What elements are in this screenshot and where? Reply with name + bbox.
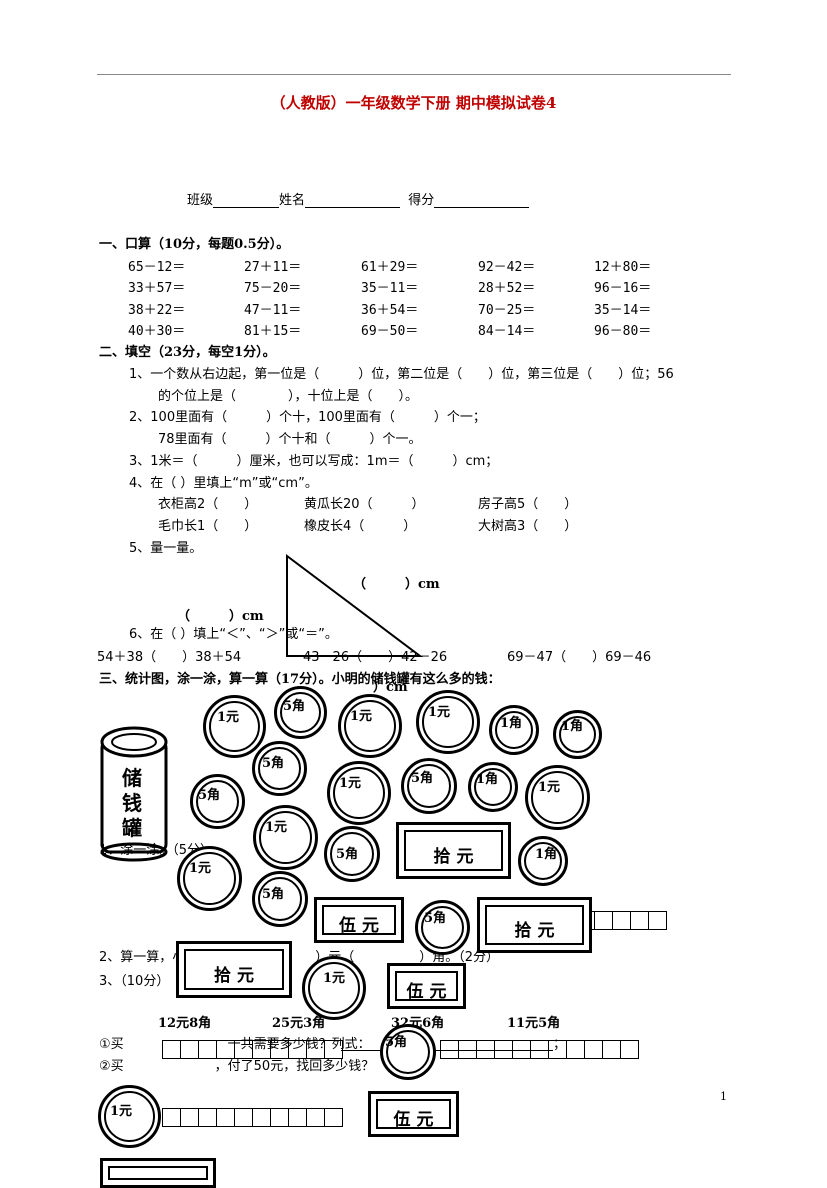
right-triangle: [286, 553, 423, 657]
name-blank[interactable]: [305, 194, 401, 208]
math-problem: 28＋52＝: [478, 281, 536, 296]
coin-1-jiao[interactable]: 1角: [518, 836, 568, 886]
banknote-5-yuan[interactable]: 伍 元: [368, 1091, 459, 1137]
q6-line: 6、在（ ）填上“＜”、“＞”或“＝”。: [129, 627, 338, 642]
q4-item: 衣柜高2（ ）: [158, 497, 258, 512]
q3a-answer-line[interactable]: [341, 1050, 553, 1051]
math-problem: 92－42＝: [478, 260, 536, 275]
coin-5-jiao[interactable]: 5角: [252, 871, 308, 927]
sec3-q3b-line: ②买 ，付了50元，找回多少钱？: [99, 1059, 375, 1074]
chart-grid-row[interactable]: [162, 1108, 343, 1127]
coin-5-jiao[interactable]: 5角: [380, 1024, 436, 1080]
q4-item: 橡皮长4（ ）: [304, 519, 417, 534]
triangle-label-right: （ ）cm: [353, 577, 440, 592]
chart-grid-row[interactable]: [440, 1040, 639, 1059]
piggy-jar-label: 储钱罐: [122, 766, 142, 840]
math-problem: 33＋57＝: [128, 281, 186, 296]
coin-1-yuan[interactable]: 1元: [98, 1085, 161, 1148]
student-info-line: 班级 姓名 得分: [187, 189, 530, 208]
math-problem: 12＋80＝: [594, 260, 652, 275]
q1-line2: 的个位上是（ ），十位上是（ ）。: [158, 389, 419, 404]
coin-1-yuan[interactable]: 1元: [416, 690, 480, 754]
q6-item: 69－47（ ）69－46: [507, 650, 652, 665]
triangle-label-left: （ ）cm: [177, 609, 264, 624]
math-problem: 81＋15＝: [244, 324, 302, 339]
chart-grid-row[interactable]: [162, 1040, 343, 1059]
coin-1-jiao[interactable]: 1角: [468, 762, 518, 812]
math-problem: 40＋30＝: [128, 324, 186, 339]
coin-5-jiao[interactable]: 5角: [190, 774, 245, 829]
math-problem: 65－12＝: [128, 260, 186, 275]
section1-heading: 一、口算（10分，每题0.5分）。: [99, 237, 290, 252]
banknote-10-yuan[interactable]: 拾 元: [396, 822, 511, 879]
score-label: 得分: [408, 193, 435, 208]
banknote-5-yuan[interactable]: 伍 元: [387, 963, 466, 1009]
math-problem: 70－25＝: [478, 303, 536, 318]
q3-line: 3、1米＝（ ）厘米，也可以写成：1m＝（ ）cm；: [129, 454, 499, 469]
coin-1-yuan[interactable]: 1元: [327, 761, 391, 825]
coin-5-jiao[interactable]: 5角: [252, 741, 307, 796]
banknote-10-yuan-partial[interactable]: [100, 1158, 216, 1188]
math-problem: 35－14＝: [594, 303, 652, 318]
q4-item: 黄瓜长20（ ）: [304, 497, 425, 512]
banknote-10-yuan[interactable]: 拾 元: [176, 941, 292, 998]
coin-1-yuan[interactable]: 1元: [338, 694, 402, 758]
piggy-jar-icon: [100, 726, 168, 862]
class-blank[interactable]: [213, 194, 280, 208]
math-problem: 36＋54＝: [361, 303, 419, 318]
sec3-q1-line: 1、涂一涂。（5分）: [99, 843, 214, 858]
q6-item: 54＋38（ ）38＋54: [97, 650, 242, 665]
q2-line1: 2、100里面有（ ）个十，100里面有（ ）个一；: [129, 410, 486, 425]
math-problem: 69－50＝: [361, 324, 419, 339]
coin-1-yuan[interactable]: 1元: [253, 805, 318, 870]
math-problem: 75－20＝: [244, 281, 302, 296]
math-problem: 96－80＝: [594, 324, 652, 339]
price-tag: 12元8角: [158, 1016, 212, 1031]
q1-line1: 1、一个数从右边起，第一位是（ ）位，第二位是（ ）位，第三位是（ ）位；56: [129, 367, 674, 382]
math-problem: 47－11＝: [244, 303, 302, 318]
page-number: 1: [720, 1090, 727, 1103]
header-rule: [97, 74, 731, 75]
coin-1-yuan[interactable]: 1元: [525, 765, 590, 830]
coin-5-jiao[interactable]: 5角: [401, 758, 457, 814]
coin-5-jiao[interactable]: 5角: [274, 686, 327, 739]
class-label: 班级: [187, 193, 214, 208]
q4-item: 房子高5（ ）: [478, 497, 578, 512]
coin-1-yuan[interactable]: 1元: [177, 846, 242, 911]
triangle-label-bottom: ）cm: [373, 680, 408, 695]
q4-item: 毛巾长1（ ）: [158, 519, 258, 534]
name-label: 姓名: [279, 193, 306, 208]
price-tag: 25元3角: [272, 1016, 326, 1031]
score-blank[interactable]: [434, 194, 530, 208]
math-problem: 35－11＝: [361, 281, 419, 296]
coin-5-jiao[interactable]: 5角: [324, 826, 380, 882]
section3-heading: 三、统计图，涂一涂，算一算（17分）。小明的储钱罐有这么多的钱：: [99, 672, 501, 687]
price-tag: 11元5角: [507, 1016, 561, 1031]
banknote-5-yuan[interactable]: 伍 元: [314, 897, 404, 943]
banknote-10-yuan[interactable]: 拾 元: [477, 897, 592, 953]
section2-heading: 二、填空（23分，每空1分）。: [99, 345, 276, 360]
math-problem: 61＋29＝: [361, 260, 419, 275]
q5-line: 5、量一量。: [129, 541, 203, 556]
q4-line: 4、在（ ）里填上“m”或“cm”。: [129, 476, 318, 491]
math-problem: 96－16＝: [594, 281, 652, 296]
triangle-figure: [286, 553, 423, 657]
coin-1-jiao[interactable]: 1角: [489, 705, 539, 755]
coin-1-yuan[interactable]: 1元: [203, 695, 266, 758]
sec3-q3-line: 3、（10分）: [99, 974, 170, 989]
coin-5-jiao[interactable]: 5角: [415, 900, 470, 955]
math-problem: 84－14＝: [478, 324, 536, 339]
math-problem: 38＋22＝: [128, 303, 186, 318]
coin-1-yuan[interactable]: 1元: [302, 956, 366, 1020]
page-title: （人教版）一年级数学下册 期中模拟试卷4: [270, 94, 557, 112]
math-problem: 27＋11＝: [244, 260, 302, 275]
q2-line2: 78里面有（ ）个十和（ ）个一。: [158, 432, 422, 447]
q4-item: 大树高3（ ）: [478, 519, 578, 534]
q6-item: 43－26（ ）42－26: [303, 650, 448, 665]
coin-1-jiao[interactable]: 1角: [553, 710, 602, 759]
